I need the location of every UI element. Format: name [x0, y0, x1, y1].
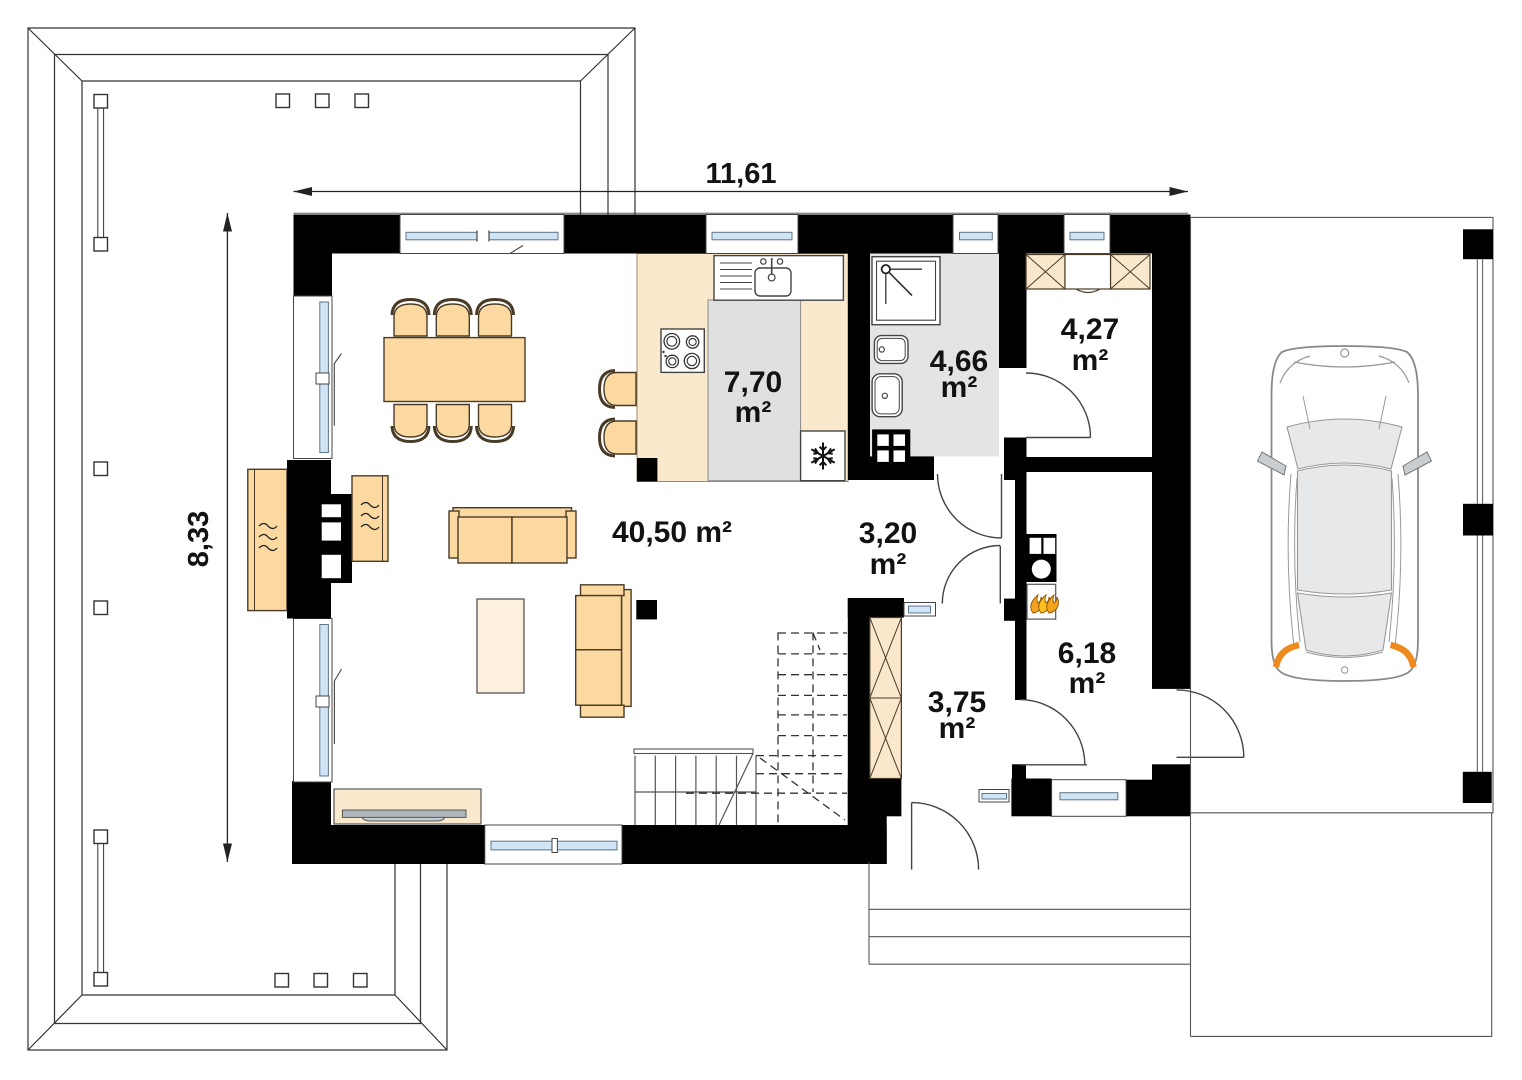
svg-text:m²: m² [941, 371, 978, 404]
svg-text:m²: m² [1069, 667, 1106, 700]
svg-text:3,20: 3,20 [859, 517, 917, 550]
svg-text:11,61: 11,61 [706, 158, 777, 190]
svg-text:m²: m² [1072, 344, 1109, 377]
svg-text:40,50 m²: 40,50 m² [612, 516, 732, 549]
svg-text:m²: m² [939, 712, 976, 745]
svg-text:3,75: 3,75 [928, 686, 986, 719]
svg-text:4,66: 4,66 [930, 345, 988, 378]
svg-text:8,33: 8,33 [183, 511, 215, 567]
svg-text:m²: m² [735, 396, 772, 429]
svg-text:4,27: 4,27 [1061, 313, 1119, 346]
svg-text:m²: m² [870, 548, 907, 581]
svg-text:6,18: 6,18 [1058, 637, 1116, 670]
svg-text:7,70: 7,70 [724, 366, 782, 399]
